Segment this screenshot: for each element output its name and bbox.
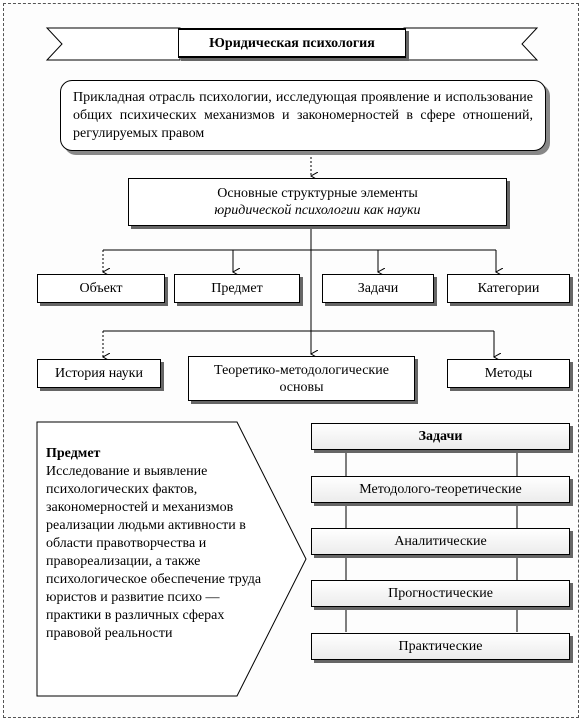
element-object: Объект [37, 274, 165, 303]
element-subject-label: Предмет [211, 281, 263, 296]
element-history: История науки [37, 359, 161, 388]
task-item-label: Прогностические [388, 586, 493, 601]
structure-line2: юридической психологии как науки [214, 203, 421, 218]
task-item: Методолого-теоретические [311, 476, 570, 503]
subject-shape [36, 421, 307, 697]
tasks-header: Задачи [311, 423, 570, 450]
element-categories-label: Категории [477, 281, 540, 296]
element-tasks-label: Задачи [357, 281, 399, 296]
structure-box: Основные структурные элементы юридическо… [128, 178, 507, 226]
task-item-label: Практические [398, 639, 483, 654]
element-subject: Предмет [174, 274, 300, 303]
definition-text: Прикладная отрасль психологии, исследующ… [73, 90, 533, 141]
element-foundations-label: Теоретико-методологические основы [214, 362, 389, 395]
structure-line1: Основные структурные элементы [217, 186, 418, 201]
subject-text: Исследование и выявление психологических… [46, 464, 262, 641]
ribbon-right [403, 27, 539, 61]
element-tasks: Задачи [322, 274, 434, 303]
title-box: Юридическая психология [178, 28, 406, 58]
page-title: Юридическая психология [209, 35, 375, 51]
element-methods-label: Методы [484, 366, 533, 381]
ribbon-left [45, 27, 181, 61]
element-object-label: Объект [79, 281, 123, 296]
task-item: Прогностические [311, 580, 570, 607]
element-foundations: Теоретико-методологические основы [188, 356, 415, 401]
task-item-label: Аналитические [394, 534, 487, 549]
task-item: Практические [311, 633, 570, 660]
element-categories: Категории [447, 274, 570, 303]
definition-box: Прикладная отрасль психологии, исследующ… [60, 80, 546, 151]
task-item: Аналитические [311, 528, 570, 555]
element-history-label: История науки [55, 366, 143, 381]
element-methods: Методы [447, 359, 570, 388]
task-item-label: Методолого-теоретические [359, 482, 522, 497]
tasks-heading: Задачи [418, 429, 463, 444]
subject-heading: Предмет [46, 446, 101, 461]
subject-description: Предмет Исследование и выявление психоло… [46, 445, 264, 643]
